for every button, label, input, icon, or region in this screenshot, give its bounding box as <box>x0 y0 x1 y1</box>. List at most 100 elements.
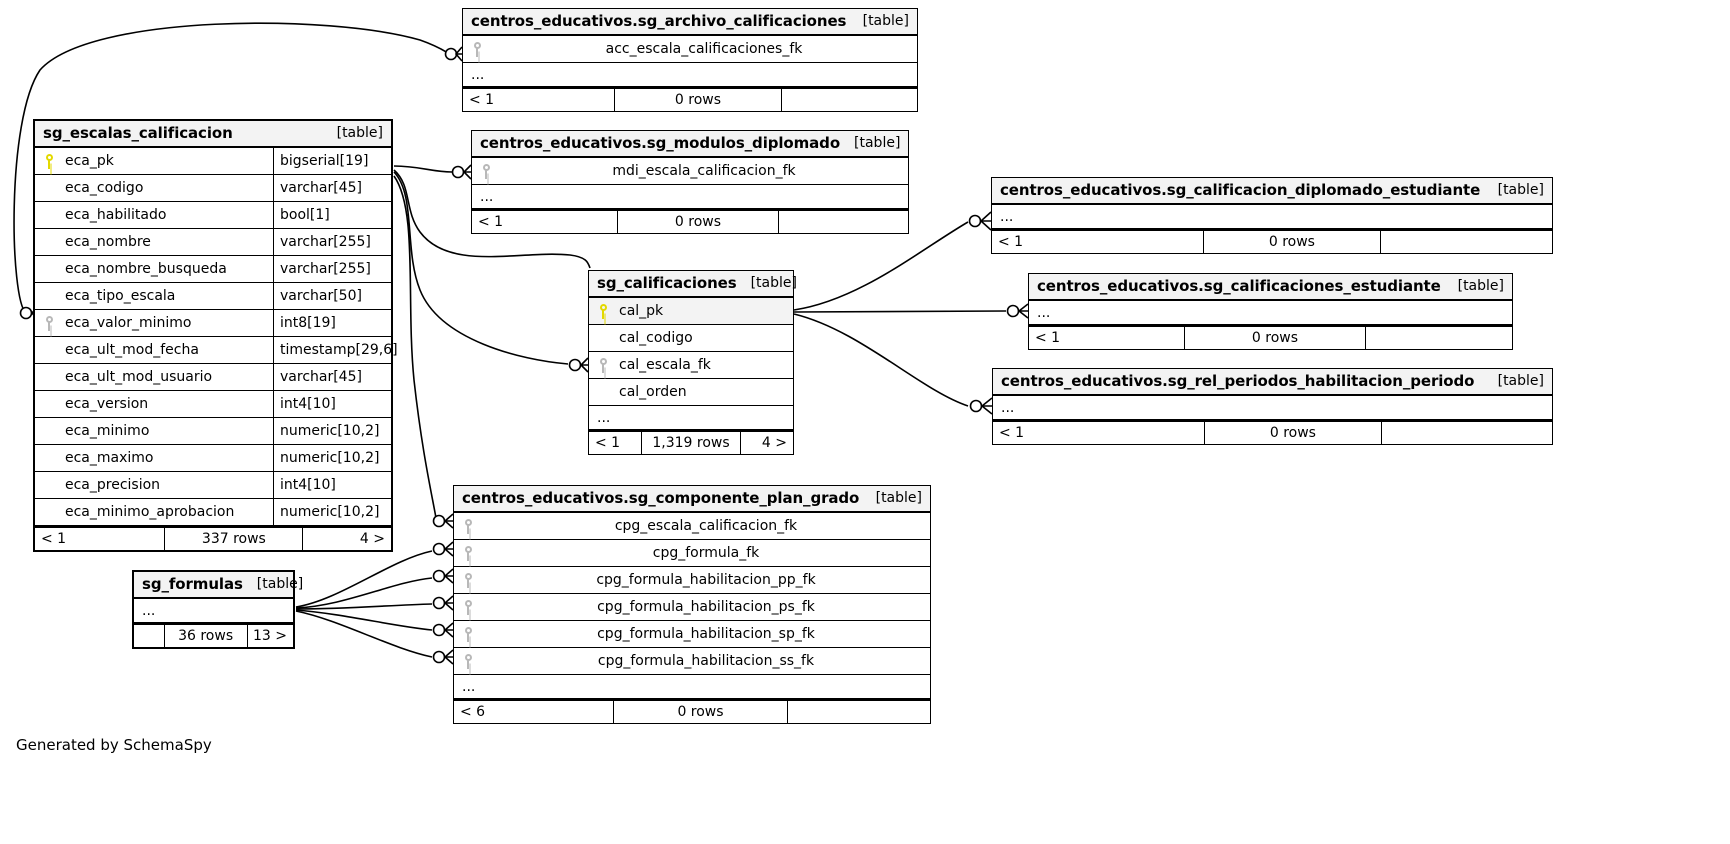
footer-row-count: 337 rows <box>164 528 304 550</box>
primary-key-icon <box>35 153 63 169</box>
table-header: sg_formulas[table] <box>134 572 303 599</box>
footer-child-count: 13 > <box>253 628 287 644</box>
column-type: numeric[10,2] <box>273 418 391 444</box>
column-name: cal_codigo <box>619 330 693 346</box>
column-type: bigserial[19] <box>273 148 391 174</box>
table-row[interactable]: cpg_formula_habilitacion_ps_fk <box>454 594 930 621</box>
table-row[interactable]: cpg_escala_calificacion_fk <box>454 513 930 540</box>
table-type-tag: [table] <box>336 125 383 141</box>
table-type-tag: [table] <box>1497 373 1544 389</box>
column-name: cpg_formula_habilitacion_ss_fk <box>597 653 815 669</box>
column-name: eca_nombre <box>65 234 151 250</box>
column-name: cpg_formula_habilitacion_ps_fk <box>597 599 815 615</box>
table-row[interactable]: cal_codigo <box>589 325 793 352</box>
footer-parent-count: < 6 <box>460 704 486 720</box>
edge-escalas-componente <box>393 175 437 519</box>
table-row[interactable]: cpg_formula_habilitacion_ss_fk <box>454 648 930 675</box>
column-name: eca_valor_minimo <box>65 315 192 331</box>
column-name: cal_orden <box>619 384 687 400</box>
footer-parent-count: < 1 <box>41 531 67 547</box>
schemaspy-credit: Generated by SchemaSpy <box>16 736 212 754</box>
table-title: centros_educativos.sg_rel_periodos_habil… <box>1001 372 1475 390</box>
foreign-key-icon <box>454 572 482 588</box>
column-name: cpg_formula_fk <box>652 545 760 561</box>
table-row[interactable]: eca_nombre varchar[255] <box>35 229 391 256</box>
column-name: eca_minimo_aprobacion <box>65 504 235 520</box>
table-row[interactable]: cpg_formula_habilitacion_sp_fk <box>454 621 930 648</box>
foreign-key-icon <box>454 545 482 561</box>
table-sg_rel_periodos_habilitacion_periodo[interactable]: centros_educativos.sg_rel_periodos_habil… <box>992 368 1553 445</box>
footer-child-count <box>782 89 917 111</box>
table-title: sg_calificaciones <box>597 274 737 292</box>
table-sg_calificaciones[interactable]: sg_calificaciones[table]cal_pk cal_codigo… <box>588 270 797 455</box>
table-header: centros_educativos.sg_calificaciones_est… <box>1029 274 1512 301</box>
table-sg_archivo_calificaciones[interactable]: centros_educativos.sg_archivo_calificaci… <box>462 8 918 112</box>
table-row[interactable]: cal_escala_fk <box>589 352 793 379</box>
table-type-tag: [table] <box>256 576 304 592</box>
more-columns-ellipsis: ... <box>454 675 930 699</box>
table-type-tag: [table] <box>875 490 922 506</box>
table-sg_calificacion_diplomado_estudiante[interactable]: centros_educativos.sg_calificacion_diplo… <box>991 177 1553 254</box>
column-type: int4[10] <box>273 391 391 417</box>
table-row[interactable]: mdi_escala_calificacion_fk <box>472 158 908 185</box>
more-columns-ellipsis: ... <box>993 396 1552 420</box>
footer-row-count: 0 rows <box>617 211 779 233</box>
footer-parent-count: < 1 <box>999 425 1025 441</box>
table-sg_calificaciones_estudiante[interactable]: centros_educativos.sg_calificaciones_est… <box>1028 273 1513 350</box>
column-name: cpg_formula_habilitacion_pp_fk <box>596 572 816 588</box>
table-row[interactable]: eca_tipo_escala varchar[50] <box>35 283 391 310</box>
foreign-key-icon <box>454 653 482 669</box>
column-name: eca_maximo <box>65 450 154 466</box>
table-row[interactable]: acc_escala_calificaciones_fk <box>463 36 917 63</box>
footer-row-count: 0 rows <box>613 701 788 723</box>
table-row[interactable]: cal_orden <box>589 379 793 406</box>
column-type: timestamp[29,6] <box>273 337 398 363</box>
table-header: centros_educativos.sg_rel_periodos_habil… <box>993 369 1552 396</box>
column-name: eca_minimo <box>65 423 150 439</box>
footer-child-count: 4 > <box>761 435 787 451</box>
table-row[interactable]: eca_minimo numeric[10,2] <box>35 418 391 445</box>
column-name: eca_codigo <box>65 180 144 196</box>
table-sg_modulos_diplomado[interactable]: centros_educativos.sg_modulos_diplomado[… <box>471 130 909 234</box>
column-name: eca_tipo_escala <box>65 288 176 304</box>
edge-formulas-cpg4 <box>295 609 433 631</box>
footer-parent-count: < 1 <box>998 234 1024 250</box>
table-header: centros_educativos.sg_archivo_calificaci… <box>463 9 917 36</box>
footer-parent-count: < 1 <box>1035 330 1061 346</box>
footer-child-count <box>1366 327 1512 349</box>
edge-formulas-cpg3 <box>295 603 433 610</box>
edge-calificaciones-diplomado <box>793 221 969 311</box>
column-type: varchar[50] <box>273 283 391 309</box>
edge-formulas-cpg2 <box>295 577 433 609</box>
foreign-key-icon <box>454 599 482 615</box>
table-footer: < 6 0 rows <box>454 699 930 723</box>
table-header: sg_calificaciones[table] <box>589 271 797 298</box>
table-title: centros_educativos.sg_calificacion_diplo… <box>1000 181 1481 199</box>
table-type-tag: [table] <box>1497 182 1544 198</box>
table-header: centros_educativos.sg_calificacion_diplo… <box>992 178 1552 205</box>
edge-formulas-cpg1 <box>295 550 433 608</box>
column-name: eca_habilitado <box>65 207 167 223</box>
table-row[interactable]: cal_pk <box>589 298 793 325</box>
table-row[interactable]: cpg_formula_fk <box>454 540 930 567</box>
more-columns-ellipsis: ... <box>463 63 917 87</box>
table-row[interactable]: cpg_formula_habilitacion_pp_fk <box>454 567 930 594</box>
footer-child-count <box>1381 231 1552 253</box>
foreign-key-icon <box>472 163 500 179</box>
footer-parent-count: < 1 <box>595 435 621 451</box>
table-sg_componente_plan_grado[interactable]: centros_educativos.sg_componente_plan_gr… <box>453 485 931 724</box>
column-type: varchar[255] <box>273 229 391 255</box>
